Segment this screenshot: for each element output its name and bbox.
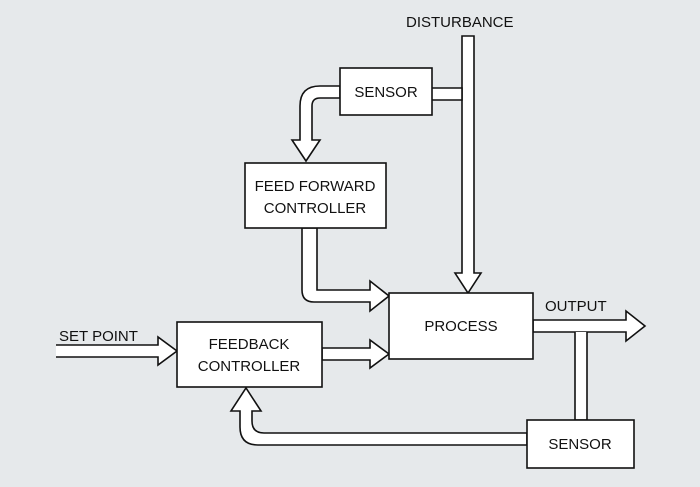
output-sensor-tap [574,332,588,421]
disturbance-arrow [453,35,483,295]
sensor-bottom-box [526,419,635,469]
sensor-top-box [339,67,433,116]
process-label: PROCESS [424,318,497,335]
feed-forward-controller-box [244,162,387,229]
disturbance-sensor-tap [432,87,463,101]
feedforward-to-process-arrow [301,227,391,313]
feed-forward-label-line1: FEED FORWARD [255,178,376,195]
disturbance-label: DISTURBANCE [406,14,514,31]
feedback-controller-box [176,321,323,388]
process-box [388,292,534,360]
output-arrow [532,309,647,343]
feedback-label-line2: CONTROLLER [198,358,301,375]
output-label: OUTPUT [545,298,607,315]
sensor-top-label: SENSOR [354,84,418,101]
sensor-bottom-label: SENSOR [548,436,612,453]
set-point-label: SET POINT [59,328,138,345]
feedback-to-process-arrow [321,338,391,370]
sensor-to-feedforward-arrow [290,85,341,163]
feed-forward-label-line2: CONTROLLER [264,200,367,217]
sensor-to-feedback-arrow [229,386,528,446]
feedback-label-line1: FEEDBACK [209,336,290,353]
